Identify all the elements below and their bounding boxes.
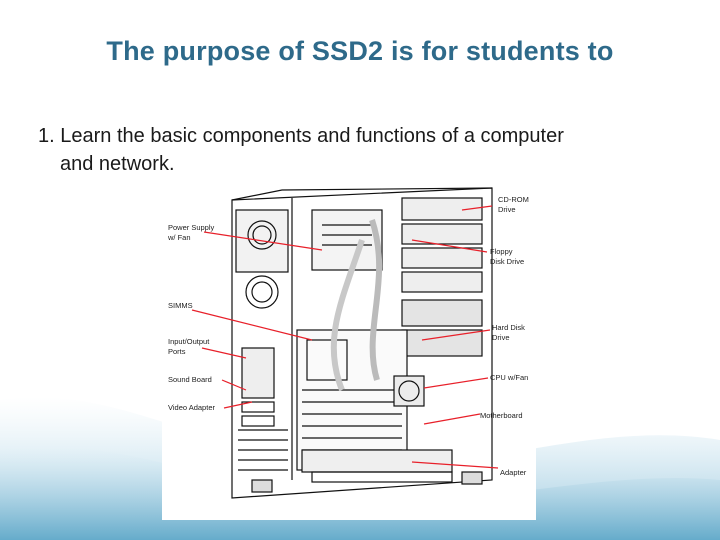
bullet-number: 1. (38, 125, 55, 147)
svg-text:Ports: Ports (168, 347, 186, 356)
svg-text:w/ Fan: w/ Fan (167, 233, 191, 242)
callout-cdrom-line2: Drive (498, 205, 516, 214)
svg-text:CPU w/Fan: CPU w/Fan (490, 373, 528, 382)
svg-text:CD-ROM: CD-ROM (498, 195, 529, 204)
callout-sound-board: Sound Board (168, 375, 212, 384)
bullet-text-line1: Learn the basic components and functions… (60, 125, 564, 147)
callout-floppy-line2: Disk Drive (490, 257, 524, 266)
callout-cpu-fan: CPU w/Fan (490, 373, 528, 382)
svg-text:SIMMS: SIMMS (168, 301, 193, 310)
computer-diagram: Power Supply w/ Fan SIMMS Input/Output P… (162, 180, 536, 520)
bullet-item: 1. Learn the basic components and functi… (38, 122, 698, 178)
callout-floppy-line1: Floppy (490, 247, 513, 256)
svg-text:Video Adapter: Video Adapter (168, 403, 215, 412)
callout-simms: SIMMS (168, 301, 193, 310)
svg-text:Drive: Drive (492, 333, 510, 342)
callout-video-adapter: Video Adapter (168, 403, 215, 412)
callout-io-ports-line1: Input/Output (168, 337, 210, 346)
callout-power-supply-line1: Power Supply (168, 223, 215, 232)
svg-text:Motherboard: Motherboard (480, 411, 523, 420)
svg-text:Disk Drive: Disk Drive (490, 257, 524, 266)
computer-tower-illustration: Power Supply w/ Fan SIMMS Input/Output P… (162, 180, 536, 520)
callout-hard-disk-line2: Drive (492, 333, 510, 342)
callout-adapter: Adapter (500, 468, 527, 477)
callout-motherboard: Motherboard (480, 411, 523, 420)
svg-text:Drive: Drive (498, 205, 516, 214)
callout-cdrom-line1: CD-ROM (498, 195, 529, 204)
callout-io-ports-line2: Ports (168, 347, 186, 356)
svg-text:Input/Output: Input/Output (168, 337, 210, 346)
svg-text:Floppy: Floppy (490, 247, 513, 256)
callout-hard-disk-line1: Hard Disk (492, 323, 525, 332)
svg-text:Sound Board: Sound Board (168, 375, 212, 384)
svg-text:Hard Disk: Hard Disk (492, 323, 525, 332)
svg-text:Power Supply: Power Supply (168, 223, 215, 232)
slide-title: The purpose of SSD2 is for students to (0, 36, 720, 67)
callout-power-supply-line2: w/ Fan (167, 233, 191, 242)
bullet-text-line2: and network. (38, 150, 698, 178)
svg-text:Adapter: Adapter (500, 468, 527, 477)
